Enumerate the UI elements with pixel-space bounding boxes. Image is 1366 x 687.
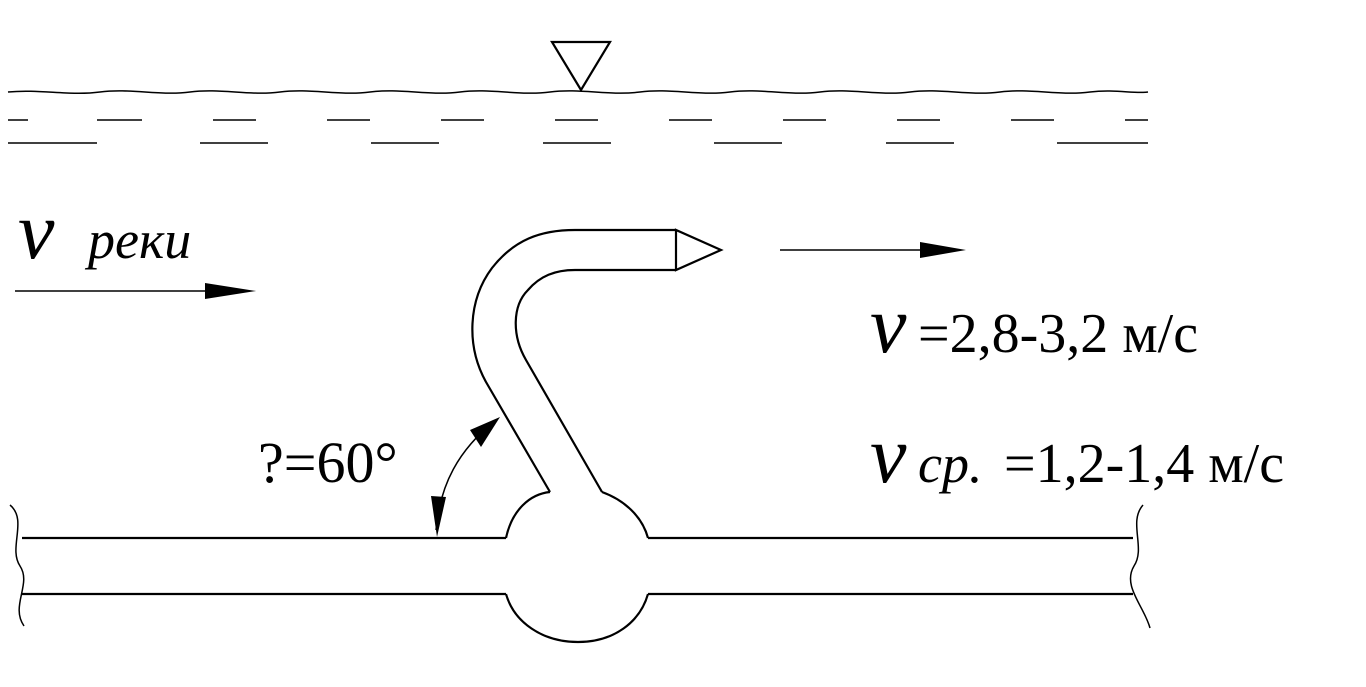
intake-velocity-value: =2,8-3,2 м/с (918, 303, 1198, 365)
junction (504, 490, 650, 644)
pipe-break-left (9, 504, 25, 627)
water-surface-wave (7, 90, 1149, 94)
intake-nozzle-icon (674, 228, 724, 272)
angle-arrowhead-top-icon (470, 417, 500, 447)
angle-label: ?=60° (258, 430, 398, 495)
intake-riser (471, 228, 724, 493)
intake-velocity-arrow (780, 242, 966, 258)
pipe-break-right (1129, 504, 1151, 629)
water-level-triangle-icon (550, 40, 612, 93)
riser-inner-wall (514, 268, 676, 493)
avg-velocity-subscript: ср. (918, 434, 982, 494)
velocity-values: v =2,8-3,2 м/с v ср. =1,2-1,4 м/с (870, 279, 1284, 500)
junction-upper-arc (504, 490, 551, 539)
river-flow-arrowhead-icon (205, 283, 256, 299)
junction-upper-arc-right (601, 490, 650, 539)
river-velocity-symbol: v (18, 185, 55, 276)
angle-dimension: ?=60° (258, 417, 500, 537)
water-surface (7, 40, 1149, 144)
intake-velocity-symbol: v (870, 279, 907, 370)
river-velocity-subscript: реки (84, 210, 191, 270)
river-velocity: v реки (15, 185, 256, 299)
riser-outer-wall (471, 228, 676, 493)
avg-velocity-symbol: v (870, 409, 907, 500)
angle-arrowhead-bottom-icon (431, 496, 446, 537)
intake-arrowhead-icon (920, 242, 966, 258)
pipeline (9, 504, 1151, 629)
junction-lower-arc (504, 593, 650, 644)
avg-velocity-value: =1,2-1,4 м/с (1004, 433, 1284, 495)
